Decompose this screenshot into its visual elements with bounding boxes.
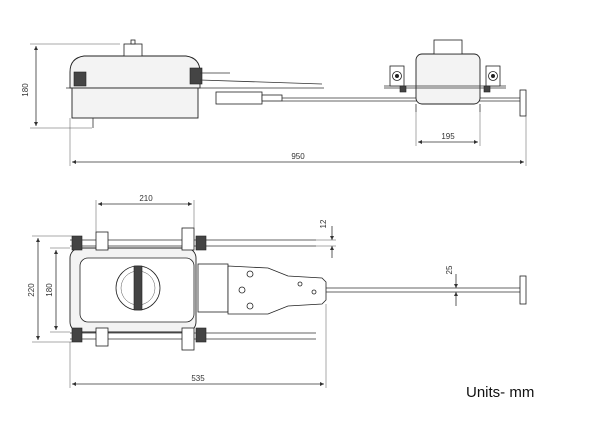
side-arm-block	[215, 91, 263, 105]
plan-clamp-tl	[71, 235, 83, 251]
dim-label-220: 220	[27, 283, 36, 297]
end-cap	[433, 39, 463, 55]
dim-label-535: 535	[191, 374, 205, 383]
plan-mount-plate	[197, 263, 229, 313]
end-view	[384, 39, 506, 112]
dim-rail-thickness: 12	[316, 219, 336, 258]
dim-label-180-plan: 180	[45, 283, 54, 297]
dim-rail-spacing: 210	[95, 194, 195, 232]
plan-clamp-bl	[71, 327, 83, 343]
side-cap	[123, 43, 143, 57]
dim-label-195: 195	[441, 132, 455, 141]
plan-view	[69, 227, 527, 351]
units-label: Units- mm	[466, 384, 535, 401]
dim-label-12: 12	[319, 219, 328, 228]
end-tank-body	[415, 53, 481, 105]
dim-label-25: 25	[445, 265, 454, 274]
dim-end-width: 195	[415, 112, 481, 146]
dim-label-180-side: 180	[21, 83, 30, 97]
plan-arm-bracket	[227, 265, 327, 315]
dim-label-950: 950	[291, 152, 305, 161]
plan-clamp-tr	[195, 235, 207, 251]
dim-overall-length: 950	[69, 116, 527, 166]
dim-label-210: 210	[139, 194, 153, 203]
dim-plan-width-outer: 220	[27, 235, 72, 343]
side-view	[66, 39, 527, 128]
side-end-handle	[519, 89, 527, 117]
side-tank-body	[69, 55, 201, 89]
dim-arm-thickness: 25	[445, 265, 458, 306]
side-clamp-right	[189, 67, 203, 85]
dim-plan-length: 535	[69, 304, 327, 388]
plan-clamp-br	[195, 327, 207, 343]
side-tank-base	[71, 87, 199, 119]
plan-end-handle	[519, 275, 527, 305]
side-clamp-left	[73, 71, 87, 87]
dim-plan-width-inner: 180	[45, 247, 70, 333]
dim-side-height: 180	[21, 43, 120, 129]
